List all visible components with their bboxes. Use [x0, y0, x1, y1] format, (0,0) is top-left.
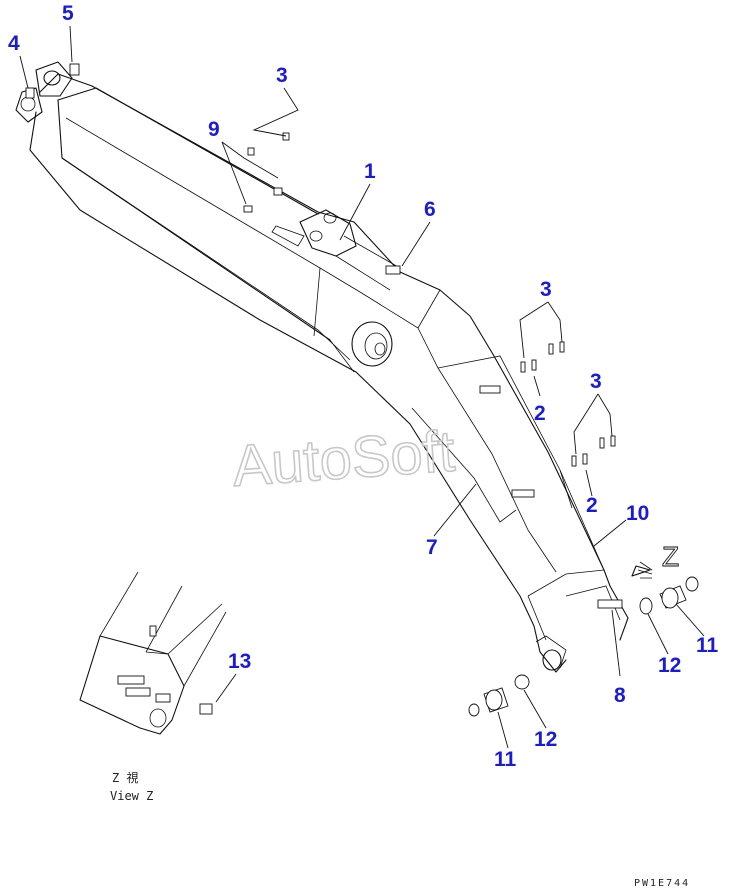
- callout-6: 6: [424, 198, 436, 221]
- leader-lines: [19, 25, 705, 749]
- part-bolt: [548, 343, 554, 355]
- part-bolt: [282, 132, 290, 141]
- boom-assembly: [15, 61, 629, 673]
- view-marker-z: Z: [662, 541, 679, 572]
- callout-labels: 5 4 3 9 1 6 3 3 2 2 7 10 11 12 8 12 11 1…: [8, 2, 719, 771]
- callout-4: 4: [8, 32, 20, 55]
- part-washer: [514, 674, 530, 690]
- small-parts: [25, 63, 699, 717]
- part-plug: [199, 703, 213, 715]
- callout-12: 12: [534, 728, 557, 751]
- part-bolt: [582, 453, 588, 465]
- callout-13: 13: [228, 650, 251, 673]
- watermark: AutoSoft: [230, 419, 456, 499]
- part-bolt: [520, 361, 526, 373]
- part-plate: [511, 489, 535, 498]
- part-plate: [243, 205, 253, 213]
- callout-10: 10: [626, 502, 649, 525]
- callout-7: 7: [426, 536, 438, 559]
- callout-3: 3: [590, 370, 602, 393]
- callout-3: 3: [540, 278, 552, 301]
- part-code: PW1E744: [634, 878, 690, 889]
- part-clamp: [117, 675, 145, 685]
- part-bolt: [531, 359, 537, 371]
- part-washer: [468, 703, 480, 717]
- view-z-arrow: [631, 561, 653, 579]
- callout-12: 12: [658, 654, 681, 677]
- part-plate: [385, 265, 401, 275]
- part-bushing: [661, 587, 679, 609]
- callout-5: 5: [62, 2, 74, 25]
- view-z-inset: [79, 571, 227, 735]
- part-clamp: [597, 599, 623, 609]
- view-caption-line2: View Z: [110, 789, 153, 803]
- part-bushing: [485, 689, 503, 711]
- part-plate: [273, 187, 283, 196]
- part-bolt: [610, 435, 616, 447]
- callout-1: 1: [364, 160, 376, 183]
- part-bolt: [149, 625, 157, 637]
- part-plate: [155, 693, 171, 703]
- part-washer: [639, 597, 653, 615]
- callout-2: 2: [534, 402, 546, 425]
- part-bolt: [599, 437, 605, 449]
- part-plate: [479, 385, 501, 394]
- part-grease-fitting: [69, 63, 80, 76]
- part-bolt: [25, 87, 35, 99]
- part-clamp: [125, 687, 151, 697]
- callout-8: 8: [614, 684, 626, 707]
- part-bolt: [571, 455, 577, 467]
- part-bolt: [559, 341, 565, 353]
- callout-11: 11: [494, 748, 517, 771]
- callout-11: 11: [696, 634, 719, 657]
- part-washer: [685, 576, 699, 592]
- callout-9: 9: [208, 118, 220, 141]
- callout-2: 2: [586, 494, 598, 517]
- part-bolt: [247, 147, 255, 156]
- view-caption-line1: Z 視: [112, 770, 138, 785]
- callout-3: 3: [276, 64, 288, 87]
